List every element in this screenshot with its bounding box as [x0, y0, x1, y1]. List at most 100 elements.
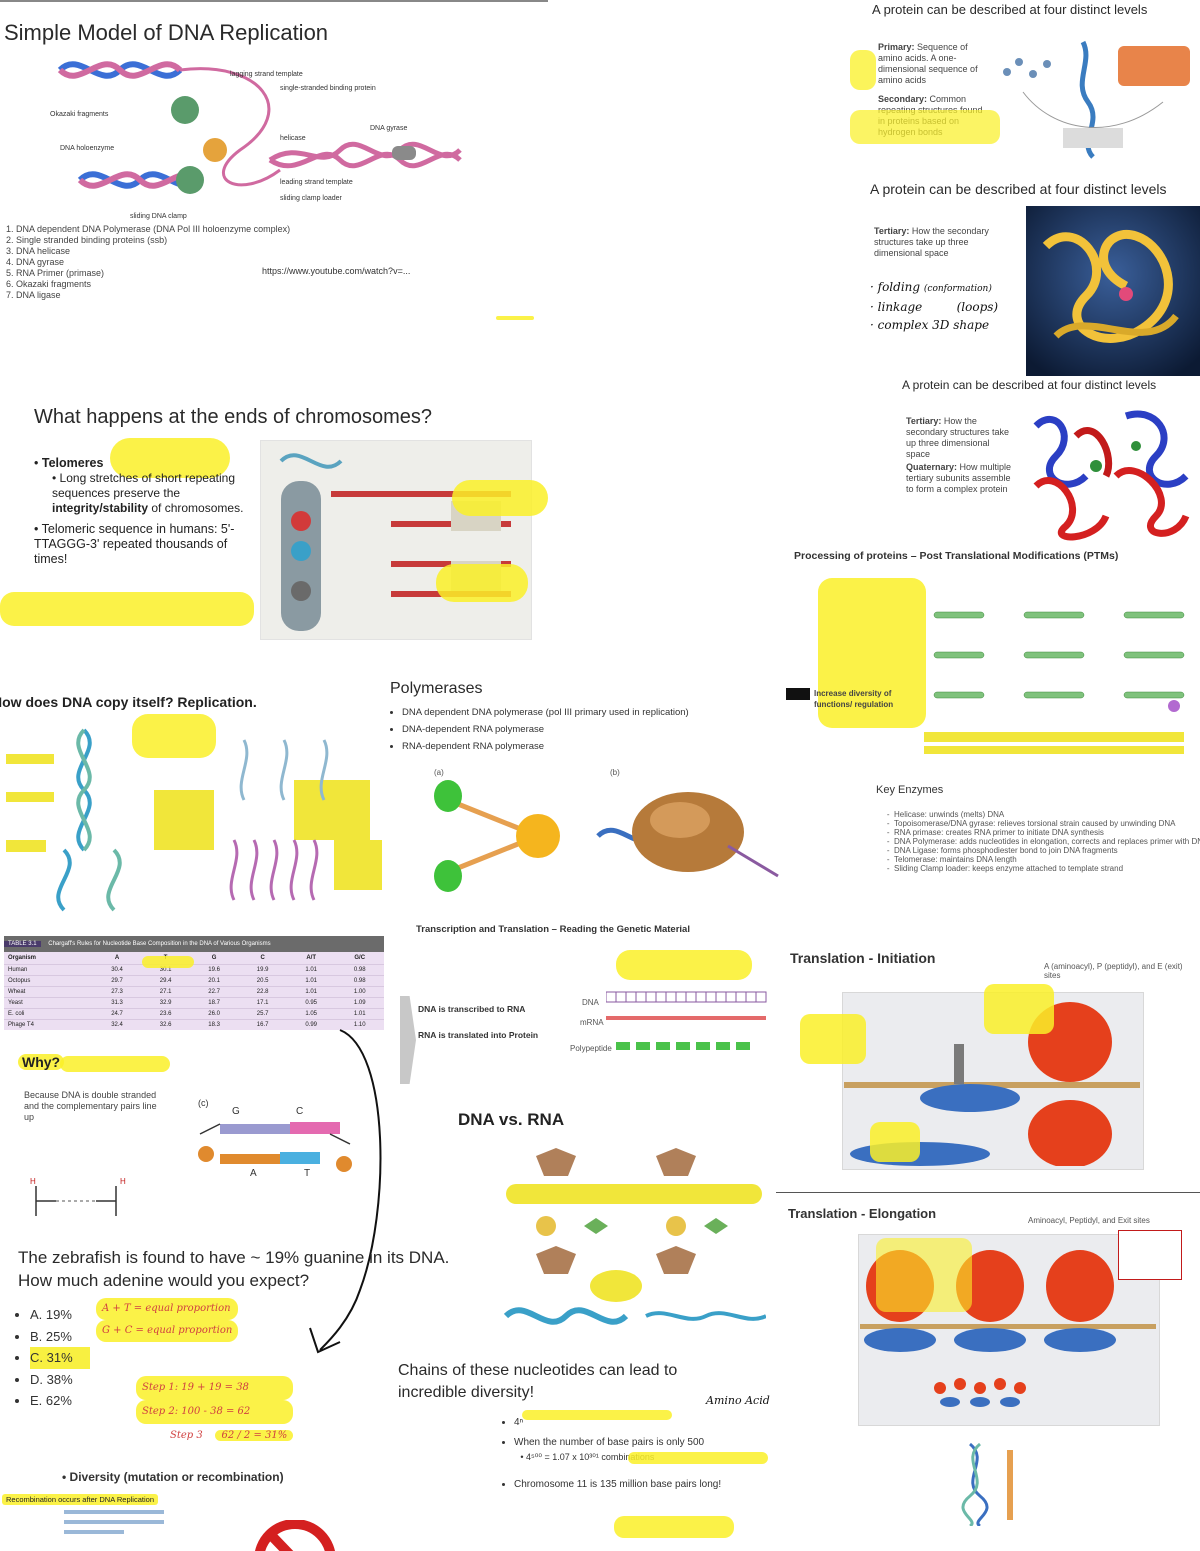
table-cell: 30.4 [92, 964, 142, 976]
dna-replication-title: Simple Model of DNA Replication [4, 20, 329, 45]
svg-text:lagging strand template: lagging strand template [230, 71, 303, 78]
table-cell: 1.10 [335, 1019, 384, 1030]
copy-itself-title: How does DNA copy itself? Replication. [0, 694, 257, 710]
highlight-mark [614, 1516, 734, 1538]
telomeres-bullets: • Telomeres • Long stretches of short re… [34, 456, 260, 567]
handwritten-rules: A + T = equal proportion G + C = equal p… [96, 1298, 239, 1342]
svg-text:T: T [304, 1168, 310, 1179]
highlight-mark [110, 438, 230, 478]
highlight-mark [132, 714, 216, 758]
highlight-mark [628, 1452, 768, 1464]
highlight-mark [818, 578, 926, 728]
rna-translated-text: RNA is translated into Protein [418, 1030, 539, 1040]
video-link[interactable]: https://www.youtube.com/watch?v=... [262, 266, 411, 276]
bullet: • Telomeres [34, 456, 104, 470]
svg-text:C: C [296, 1106, 303, 1117]
dna-label: DNA [582, 998, 599, 1007]
answer-option-c[interactable]: C. 31% [30, 1347, 90, 1369]
column-header: C [260, 955, 265, 961]
table-cell: 1.09 [335, 997, 384, 1009]
connector-arrow [309, 1029, 382, 1354]
chargaff-slide: TABLE 3.1 Chargaff's Rules for Nucleotid… [0, 936, 390, 1086]
polymerases-title: Polymerases [390, 680, 483, 697]
table-cell: 17.1 [238, 997, 287, 1009]
column-header: A [114, 955, 120, 961]
column-header: G/C [354, 955, 366, 961]
diversity-bullets: 4ⁿ When the number of base pairs is only… [504, 1416, 774, 1492]
translation-initiation-title: Translation - Initiation [790, 950, 936, 966]
table-cell: 20.1 [189, 975, 239, 987]
svg-text:H: H [120, 1177, 126, 1186]
column-header: A/T [306, 955, 316, 961]
table-cell: 19.9 [238, 964, 287, 976]
bullet: • Telomeric sequence in humans: 5'-TTAGG… [34, 522, 235, 566]
protein-levels-slide-2: A protein can be described at four disti… [866, 178, 1200, 376]
svg-text:G: G [232, 1106, 240, 1117]
chromosome-ends-slide: What happens at the ends of chromosomes?… [0, 396, 548, 646]
list-item: 4. DNA gyrase [6, 257, 65, 267]
dna-rna-comparison-figure [503, 1148, 766, 1325]
table-cell: 23.6 [141, 1008, 190, 1020]
table-cell: Octopus [4, 975, 93, 987]
translation-elongation-title: Translation - Elongation [788, 1206, 937, 1221]
highlight-mark [850, 50, 876, 90]
svg-text:leading strand template: leading strand template [280, 179, 353, 186]
list-item: 4⁵⁰⁰ = 1.07 x 10³⁰¹ combinations [526, 1450, 774, 1464]
bullet: • Long stretches of short repeating sequ… [52, 471, 244, 515]
table-cell: 18.3 [189, 1019, 239, 1030]
polymerase-figures [434, 780, 779, 892]
answer-option-e[interactable]: E. 62% [30, 1390, 90, 1412]
svg-text:(c): (c) [198, 1098, 209, 1108]
translation-elongation-subtitle: Aminoacyl, Peptidyl, and Exit sites [1028, 1216, 1150, 1225]
replication-enzyme-list: 1. DNA dependent DNA Polymerase (DNA Pol… [0, 224, 336, 301]
ptm-side-label: Increase diversity of functions/ regulat… [814, 689, 894, 709]
mrna-label: mRNA [580, 1018, 604, 1027]
zebrafish-question: The zebrafish is found to have ~ 19% gua… [18, 1248, 450, 1290]
svg-text:single-stranded binding protei: single-stranded binding protein [280, 85, 376, 92]
quaternary-protein-image [1033, 410, 1190, 541]
table-row: Organism A T G C A/T G/C [4, 952, 384, 965]
highlight-mark [984, 984, 1054, 1034]
svg-text:helicase: helicase [280, 135, 306, 142]
answer-option-a[interactable]: A. 19% [30, 1304, 90, 1326]
protein-levels-title: A protein can be described at four disti… [872, 2, 1148, 17]
why-label: Why? [18, 1054, 65, 1070]
no-symbol-icon [255, 1520, 335, 1551]
tertiary-level-text: Tertiary: How the secondary structures t… [874, 226, 989, 258]
telomere-diagram [260, 440, 532, 640]
svg-text:sliding DNA clamp: sliding DNA clamp [130, 213, 187, 220]
highlight-mark [850, 110, 1000, 144]
translation-elongation-slide: Translation - Elongation Aminoacyl, Pept… [784, 1198, 1200, 1438]
protein-levels-title: A protein can be described at four disti… [902, 378, 1157, 392]
table-cell: 1.05 [286, 1008, 336, 1020]
diversity-title: Chains of these nucleotides can lead to … [398, 1362, 678, 1401]
highlight-mark [452, 480, 548, 516]
table-cell: 29.4 [141, 975, 190, 987]
answer-option-d[interactable]: D. 38% [30, 1369, 90, 1391]
list-item: Telomerase: maintains DNA length [894, 855, 1200, 864]
recombination-figure [64, 1510, 164, 1534]
table-cell: 0.98 [335, 964, 384, 976]
chargaff-table-header: TABLE 3.1 Chargaff's Rules for Nucleotid… [4, 936, 384, 952]
answer-option-b[interactable]: B. 25% [30, 1326, 90, 1348]
table-cell: E. coli [4, 1008, 93, 1020]
list-item: 6. Okazaki fragments [6, 279, 92, 289]
tertiary-protein-image [1026, 206, 1200, 376]
polymerases-slide: Polymerases DNA dependent DNA polymerase… [388, 676, 788, 906]
highlight-mark [870, 1122, 920, 1162]
highlight-mark [522, 1410, 672, 1420]
handwritten-notes: · folding (conformation) · linkage (loop… [870, 280, 999, 332]
copy-itself-slide: How does DNA copy itself? Replication. [0, 686, 386, 912]
table-cell: 18.7 [189, 997, 239, 1009]
table-cell: Phage T4 [4, 1019, 93, 1030]
list-item: 2. Single stranded binding proteins (ssb… [6, 235, 168, 245]
table-cell: Yeast [4, 997, 93, 1009]
list-item: Chromosome 11 is 135 million base pairs … [514, 1478, 774, 1492]
dna-vs-rna-slide: DNA vs. RNA [456, 1106, 766, 1336]
section-divider [776, 1192, 1200, 1193]
dna-tail-figure [961, 1442, 1013, 1526]
